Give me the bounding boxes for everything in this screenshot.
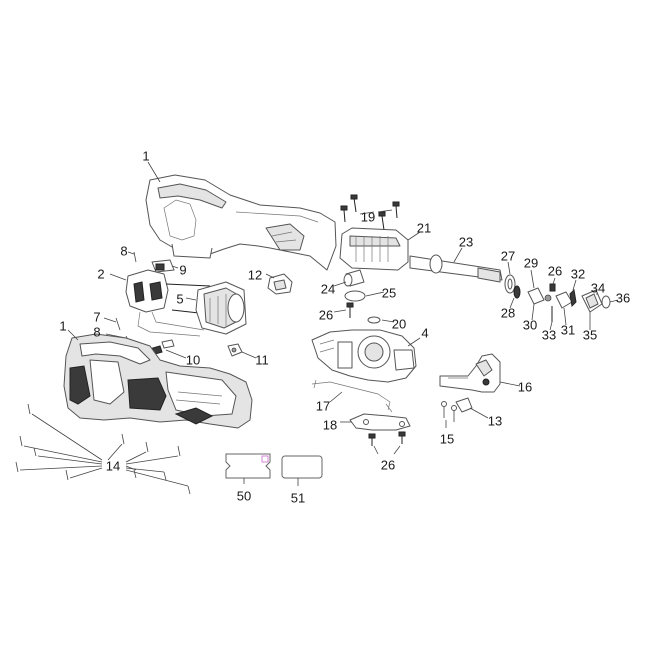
callout-26: 26 xyxy=(319,307,333,322)
callout-36: 36 xyxy=(616,290,630,305)
parts-13-15 xyxy=(441,397,489,428)
callout-34: 34 xyxy=(591,280,605,295)
parts-8-9 xyxy=(127,251,179,273)
callout-11: 11 xyxy=(255,352,269,367)
callout-18: 18 xyxy=(323,417,337,432)
callout-30: 30 xyxy=(523,317,537,332)
callout-31: 31 xyxy=(561,322,575,337)
label-card-50 xyxy=(225,453,271,484)
callout-17: 17 xyxy=(316,398,330,413)
callout-21: 21 xyxy=(417,220,431,235)
switch-2 xyxy=(109,269,205,337)
front-small-parts xyxy=(504,261,619,331)
callout-9: 9 xyxy=(179,262,186,277)
upper-housing xyxy=(145,174,337,271)
callout-2: 2 xyxy=(97,266,104,281)
callout-51: 51 xyxy=(291,490,305,505)
callout-5: 5 xyxy=(176,291,183,306)
callout-4: 4 xyxy=(421,325,428,340)
callout-33: 33 xyxy=(542,327,556,342)
callout-19: 19 xyxy=(361,209,375,224)
callout-24: 24 xyxy=(321,281,335,296)
callout-50: 50 xyxy=(237,488,251,503)
label-card-51 xyxy=(281,455,323,486)
gearbox-4 xyxy=(311,329,421,383)
callout-8: 8 xyxy=(93,324,100,339)
callout-14: 14 xyxy=(106,458,120,473)
bracket-18 xyxy=(340,413,411,455)
wire-17 xyxy=(311,379,393,413)
callout-23: 23 xyxy=(459,234,473,249)
shaft-23 xyxy=(409,247,503,283)
shoe-16 xyxy=(439,353,521,393)
callout-1: 1 xyxy=(142,148,149,163)
callout-16: 16 xyxy=(518,379,532,394)
gear-housing-21 xyxy=(339,227,421,271)
callout-15: 15 xyxy=(440,431,454,446)
callout-13: 13 xyxy=(488,413,502,428)
callout-10: 10 xyxy=(186,352,200,367)
parts-10-11 xyxy=(145,339,257,359)
callout-1: 1 xyxy=(59,318,66,333)
callout-12: 12 xyxy=(248,267,262,282)
callout-27: 27 xyxy=(501,248,515,263)
lower-housing xyxy=(63,329,253,429)
callout-7: 7 xyxy=(93,309,100,324)
callout-35: 35 xyxy=(583,327,597,342)
callout-26: 26 xyxy=(381,457,395,472)
motor-5 xyxy=(165,281,247,335)
part-12 xyxy=(265,273,293,295)
callout-29: 29 xyxy=(524,255,538,270)
callout-20: 20 xyxy=(392,316,406,331)
callout-26: 26 xyxy=(548,263,562,278)
screws-14 xyxy=(15,403,191,495)
callout-25: 25 xyxy=(382,285,396,300)
callout-8: 8 xyxy=(120,243,127,258)
callout-28: 28 xyxy=(501,305,515,320)
callout-32: 32 xyxy=(571,266,585,281)
gearbox-small-parts xyxy=(333,269,395,324)
screws-19 xyxy=(340,194,400,231)
